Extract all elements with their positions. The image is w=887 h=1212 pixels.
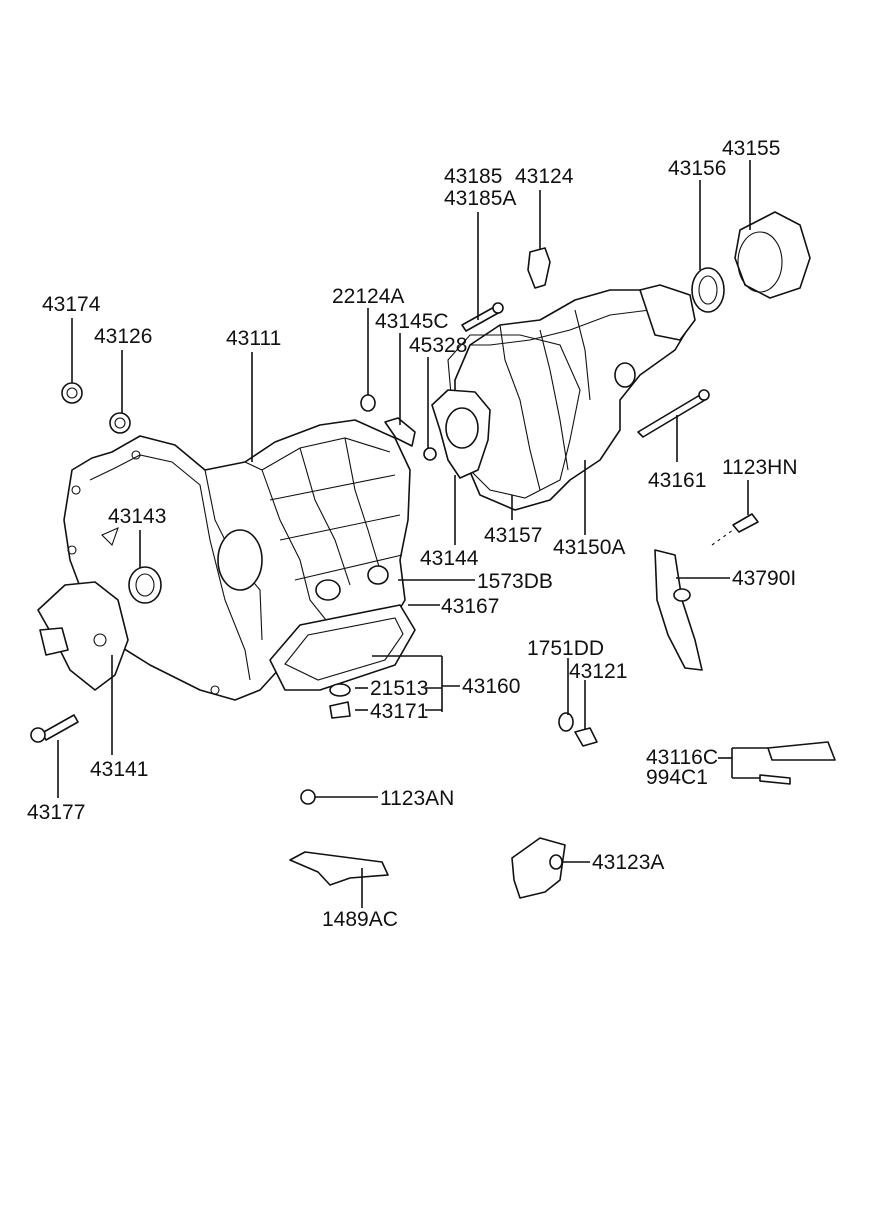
lever-43145C [384,417,416,447]
bolt-43161 [637,389,710,438]
label-43185A: 43185A [444,187,516,210]
label-43144: 43144 [420,547,479,570]
part-labels: 43185 43185A 43124 43156 43155 43174 431… [27,137,798,931]
label-1123HN: 1123HN [722,456,798,479]
label-43157: 43157 [484,524,542,547]
label-43141: 43141 [90,758,148,781]
bolt-45328 [423,447,437,461]
label-994C1: 994C1 [646,766,708,789]
bolt-43177 [30,714,79,743]
bracket-43790I [654,549,703,671]
shift-rod-43116C [767,741,836,761]
speedometer-sleeve-43124 [527,247,551,289]
label-43123A: 43123A [592,851,664,874]
bracket-1489AC [289,851,389,886]
label-43167: 43167 [441,595,499,618]
extension-housing-43150A [454,284,696,511]
label-22124A: 22124A [332,285,404,308]
label-43124: 43124 [515,165,574,188]
plug-1751DD [558,712,574,732]
leader-lines [57,160,768,908]
label-45328: 45328 [409,334,467,357]
label-43171: 43171 [370,700,428,723]
label-43156: 43156 [668,157,726,180]
label-43126: 43126 [94,325,152,348]
bolt-43185 [461,302,504,332]
adapter-plate-43144 [431,389,491,479]
plug-22124A [360,394,376,412]
plug-43126 [109,412,131,434]
front-cover-43141 [37,581,129,691]
label-43174: 43174 [42,293,101,316]
label-21513: 21513 [370,677,428,700]
bolt-1123HN [711,513,759,546]
label-43116C: 43116C [646,746,718,769]
label-43160: 43160 [462,675,520,698]
dust-cover-43155 [734,211,811,299]
label-43177: 43177 [27,801,85,824]
plug-43121 [574,727,598,747]
label-43121: 43121 [569,660,627,683]
oil-pan-43160 [269,604,416,691]
bolt-1123AN [300,789,316,805]
seal-43143 [128,566,162,604]
label-43143: 43143 [108,505,166,528]
gasket-21513 [329,683,351,697]
bracket-43123A [511,837,566,899]
label-43150A: 43150A [553,536,625,559]
label-43155: 43155 [722,137,780,160]
plug-43174 [61,382,83,404]
label-43145C: 43145C [375,310,449,333]
label-43161: 43161 [648,469,706,492]
label-43111: 43111 [226,327,281,350]
pin-994C1 [759,774,791,785]
label-1123AN: 1123AN [380,787,454,810]
label-43790I: 43790I [732,567,796,590]
label-1573DB: 1573DB [477,570,553,593]
label-43185: 43185 [444,165,502,188]
label-1489AC: 1489AC [322,908,398,931]
plug-43171 [329,701,351,719]
seal-43156 [691,267,725,313]
label-1751DD: 1751DD [527,637,604,660]
